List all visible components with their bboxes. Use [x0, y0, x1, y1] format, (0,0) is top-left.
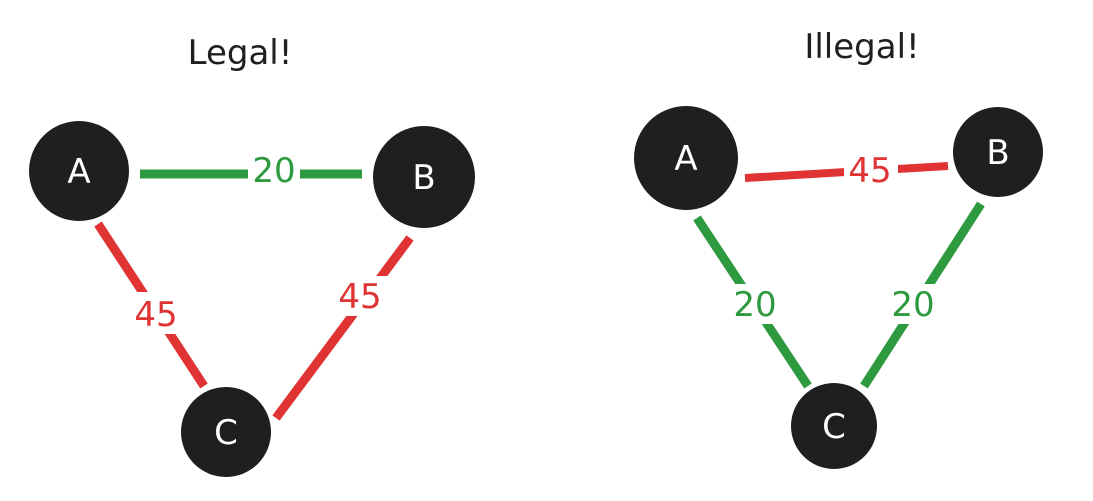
legal-edge-b-c-label-bg: [332, 276, 388, 316]
legal-edge-a-b-label-bg: [248, 150, 300, 190]
illegal-title: Illegal!: [804, 27, 919, 67]
illegal-graph: 45 20 20 A B C: [634, 106, 1043, 469]
legal-node-c-label: C: [214, 413, 238, 453]
legal-edge-a-c-label-bg: [128, 292, 184, 334]
legal-node-b-label: B: [412, 158, 435, 198]
illegal-node-c-label: C: [822, 407, 846, 447]
illegal-node-b-label: B: [986, 133, 1009, 173]
legal-edge-a-b-label: 20: [252, 151, 295, 191]
illegal-edge-b-c-label: 20: [891, 285, 934, 325]
legal-title: Legal!: [188, 33, 293, 73]
illegal-node-a: A: [634, 106, 738, 210]
illegal-edge-a-b-label-bg: [844, 150, 898, 186]
legal-node-a-label: A: [67, 152, 90, 192]
legal-edge-a-c-label: 45: [134, 295, 177, 335]
legal-node-b: B: [373, 126, 475, 228]
legal-node-a: A: [29, 121, 129, 221]
legal-node-c: C: [181, 387, 271, 477]
legal-edge-b-c-label: 45: [338, 277, 381, 317]
illegal-edge-a-c-label: 20: [733, 285, 776, 325]
illegal-node-c: C: [791, 383, 877, 469]
illegal-node-a-label: A: [674, 139, 697, 179]
illegal-edge-a-b-label: 45: [848, 151, 891, 191]
legal-edge-b-c: [272, 235, 414, 421]
illegal-node-b: B: [953, 107, 1043, 197]
legal-graph: 20 45 45 A B C: [29, 121, 475, 477]
illegal-edge-a-c-label-bg: [728, 284, 784, 324]
illegal-edge-b-c-label-bg: [884, 284, 942, 324]
